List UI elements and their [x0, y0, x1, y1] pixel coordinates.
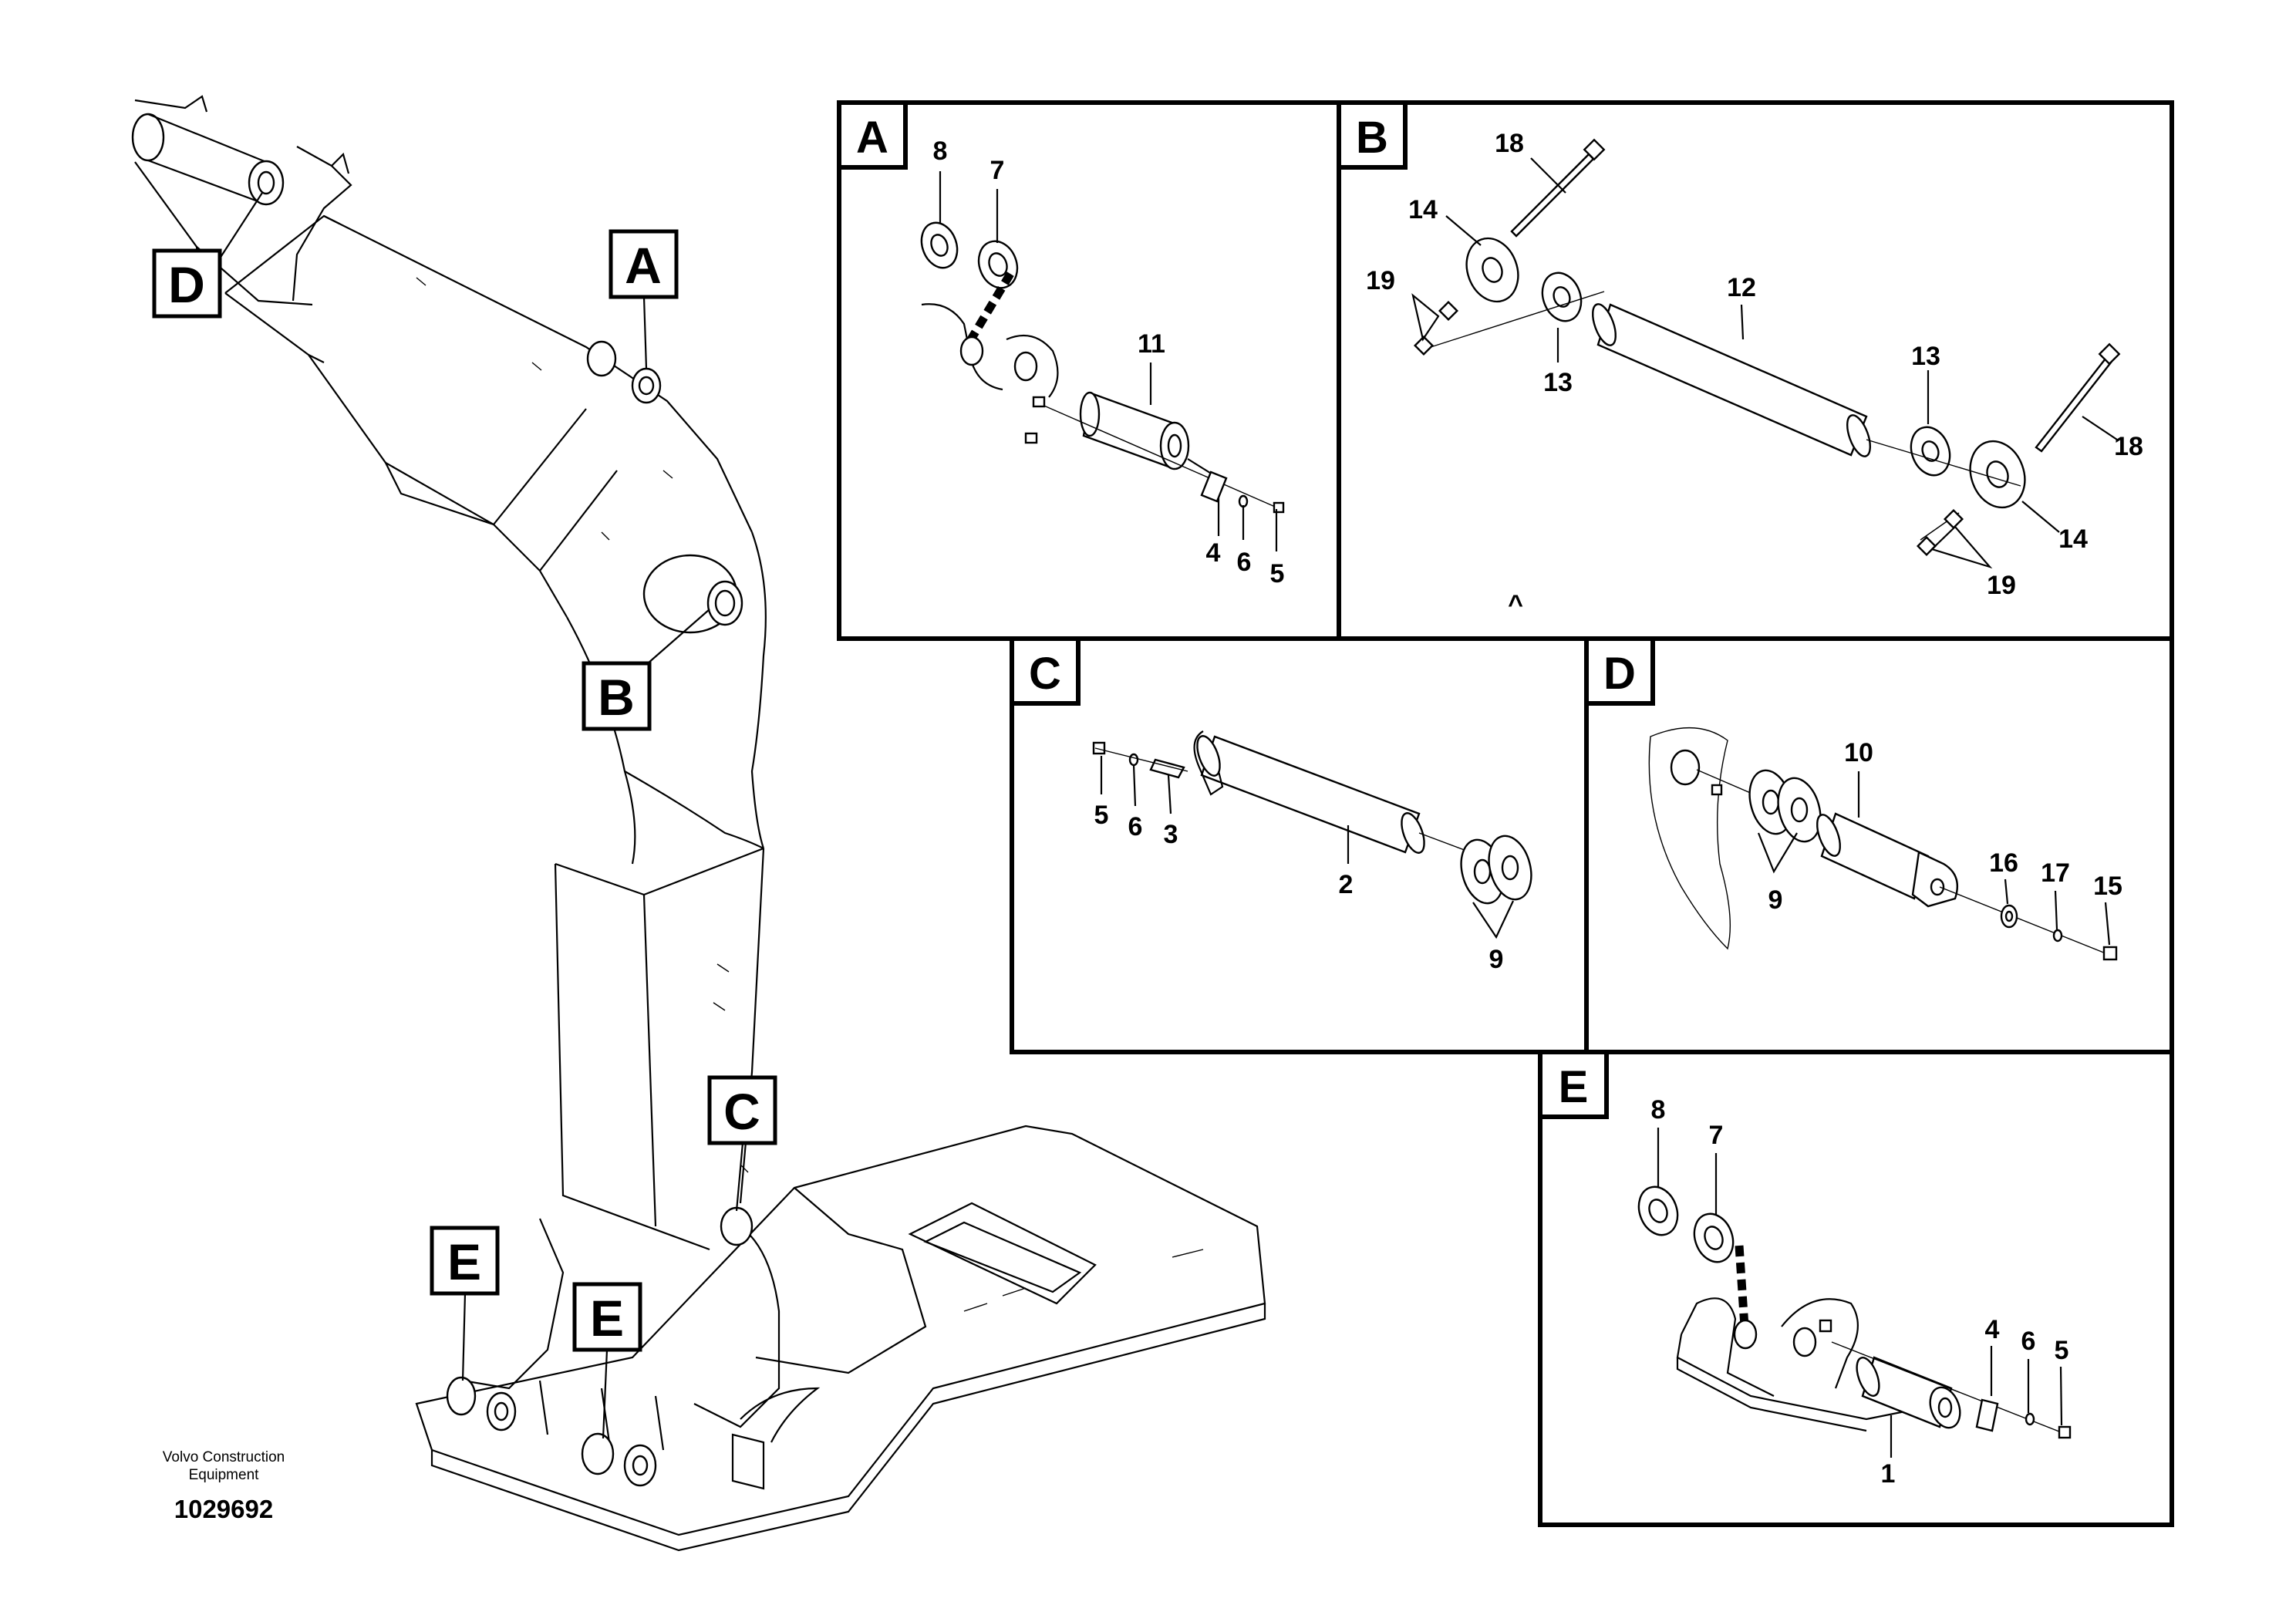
panel-b-label-13-right: 13 [1911, 342, 1940, 371]
detail-panel-a: A 8 7 11 4 6 [837, 100, 1341, 641]
panel-c-label-3: 3 [1164, 820, 1178, 849]
panel-e-label-5: 5 [2055, 1336, 2069, 1365]
panel-a-letter: A [856, 113, 888, 163]
panel-a-label-6: 6 [1237, 548, 1252, 577]
panel-b-label-19-left: 19 [1366, 266, 1395, 295]
detail-panel-c: C 5 6 3 2 9 [1010, 636, 1589, 1054]
panel-c-label-9: 9 [1489, 945, 1504, 974]
panel-d-label-10: 10 [1844, 738, 1873, 767]
callout-e-left[interactable]: E [430, 1226, 500, 1381]
panel-c-label-5: 5 [1094, 801, 1109, 830]
callout-a-letter: A [625, 237, 662, 294]
panel-a-label-4: 4 [1206, 538, 1221, 568]
boom-nose-pin [131, 113, 285, 206]
frame-pin-e2 [581, 1432, 657, 1487]
boom-frame-illustration [131, 95, 1266, 1552]
panel-a-label-8: 8 [933, 137, 948, 166]
panel-c-letter: C [1029, 649, 1061, 699]
detail-panel-b: B [1337, 100, 2174, 641]
panel-b-label-14-right: 14 [2058, 524, 2088, 554]
callout-c-letter: C [723, 1083, 760, 1140]
panel-e-label-7: 7 [1709, 1121, 1724, 1150]
panel-b-label-14-left: 14 [1408, 195, 1438, 224]
panel-d-label-9: 9 [1768, 885, 1783, 915]
panel-b-label-13-left: 13 [1543, 368, 1573, 397]
detail-panel-d: D 10 9 16 17 15 [1584, 636, 2174, 1054]
callout-b-letter: B [598, 669, 635, 726]
frame-pin-e1 [446, 1376, 517, 1431]
boom-pin-b [642, 554, 743, 634]
panel-e-label-4: 4 [1985, 1315, 2000, 1344]
callout-d[interactable]: D [152, 192, 263, 319]
panel-a-label-11: 11 [1138, 329, 1165, 359]
panel-c-label-2: 2 [1339, 870, 1354, 899]
panel-c-label-6: 6 [1128, 812, 1143, 841]
callout-e1-letter: E [447, 1233, 481, 1290]
panel-e-label-6: 6 [2021, 1327, 2036, 1356]
panel-e-label-8: 8 [1651, 1095, 1666, 1125]
drawing-footer: Volvo Construction Equipment 1029692 [163, 1449, 285, 1523]
panel-d-label-15: 15 [2093, 872, 2122, 901]
frame-pin-c [720, 1206, 754, 1246]
panel-d-letter: D [1603, 649, 1636, 699]
panel-a-label-5: 5 [1270, 559, 1285, 588]
callout-a[interactable]: A [609, 229, 679, 369]
panel-e-letter: E [1559, 1062, 1589, 1112]
panel-b-label-12: 12 [1727, 273, 1756, 302]
brand-line-1: Volvo Construction [163, 1449, 285, 1465]
panel-b-label-18-right: 18 [2114, 432, 2143, 461]
callout-b[interactable]: B [582, 609, 710, 731]
panel-e-label-1: 1 [1881, 1459, 1896, 1489]
boom-pin-a [586, 340, 662, 404]
panel-b-letter: B [1356, 113, 1388, 163]
panel-b-caret-mark: ^ [1508, 590, 1523, 619]
callout-e2-letter: E [590, 1290, 624, 1347]
panel-d-label-17: 17 [2041, 858, 2070, 888]
drawing-number: 1029692 [174, 1495, 273, 1523]
brand-line-2: Equipment [189, 1467, 260, 1483]
callout-e-right[interactable]: E [572, 1282, 642, 1439]
panel-a-label-7: 7 [990, 156, 1005, 185]
callout-d-letter: D [168, 256, 205, 313]
callout-c[interactable]: C [707, 1075, 777, 1212]
panel-b-label-18-top: 18 [1495, 129, 1524, 158]
panel-b-label-19-right: 19 [1987, 571, 2016, 600]
panel-d-label-16: 16 [1989, 848, 2018, 878]
detail-panel-e: E 8 7 4 6 5 1 [1538, 1050, 2174, 1527]
